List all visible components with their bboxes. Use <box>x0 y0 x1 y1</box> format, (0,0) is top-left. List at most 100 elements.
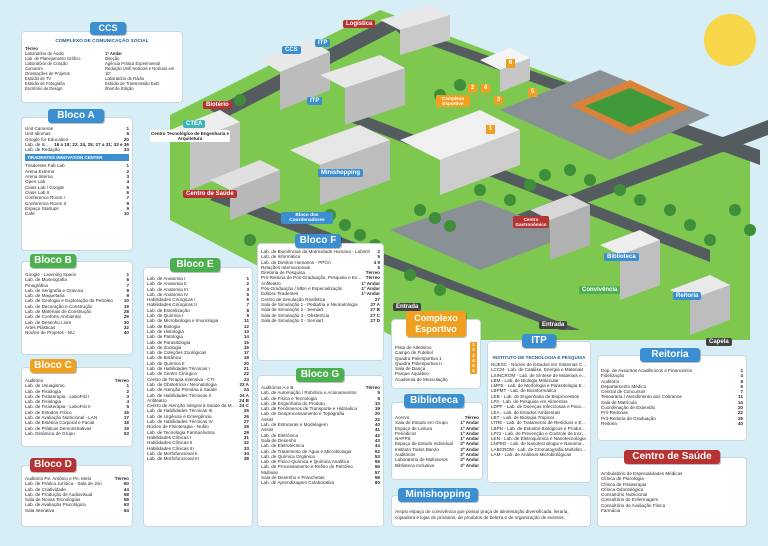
map-label-itp-mid[interactable]: ITP <box>307 97 323 105</box>
bloco-g-item[interactable]: Lab. de Fenômenos de Transporte e Hidráu… <box>261 406 380 411</box>
bloco-g-item[interactable]: Lab. de Físico-Química e Química Analíti… <box>261 459 380 464</box>
bloco-g-title[interactable]: Bloco G <box>296 368 344 382</box>
bloco-f-item[interactable]: Lab. de Biociências da Motricidade Human… <box>261 249 380 254</box>
biblioteca-title[interactable]: Biblioteca <box>404 394 464 408</box>
map-label-itp-top[interactable]: ITP <box>315 39 331 47</box>
centro-saude-title[interactable]: Centro de Saúde <box>624 450 720 464</box>
bloco-e-item[interactable]: Centro de Atenção Integral à Saúde da Mu… <box>147 403 249 408</box>
bloco-f-item[interactable]: Sala de Simulação 1 - Pediatria e Neonat… <box>261 302 380 307</box>
map-label-bioterio[interactable]: Biotério <box>203 101 232 109</box>
complexo-item[interactable]: Academia de Musculação <box>395 377 477 382</box>
map-label-entrada-2[interactable]: Entrada <box>539 321 568 329</box>
map-label-biblioteca[interactable]: Biblioteca <box>604 253 639 261</box>
bloco-f-item[interactable]: Pró-Reitoria de Pós-Graduação, Pesquisa … <box>261 275 380 280</box>
bloco-c-title[interactable]: Bloco C <box>30 359 76 373</box>
minishopping-title[interactable]: Minishopping <box>398 488 478 502</box>
map-marker-5[interactable]: 5 <box>528 88 537 97</box>
map-marker-4[interactable]: 4 <box>481 84 490 93</box>
bloco-b-title[interactable]: Bloco B <box>30 254 76 268</box>
map-label-ctea[interactable]: CTEA <box>183 120 206 128</box>
map-marker-6[interactable]: 6 <box>506 59 515 68</box>
bloco-b-item[interactable]: Lab. de Geologia e Exploração de Petróle… <box>25 298 129 303</box>
map-label-centro-gastro[interactable]: Centro Gastronômico <box>513 216 549 228</box>
map-label-convivencia[interactable]: Convivência <box>579 286 621 294</box>
map-label-entrada-1[interactable]: Entrada <box>393 303 422 311</box>
bloco-a-item[interactable]: Lab. de Informática16 a 18; 22, 24, 25; … <box>25 142 129 147</box>
map-label-bloco-coord[interactable]: Bloco dos Coordenadores <box>281 212 333 224</box>
map-marker-1[interactable]: 1 <box>486 125 495 134</box>
map-label-complexo[interactable]: Complexo Esportivo <box>436 95 470 107</box>
map-label-centro-saude[interactable]: Centro de Saúde <box>183 190 237 198</box>
bloco-d-title[interactable]: Bloco D <box>30 458 76 472</box>
bloco-g-item[interactable]: Lab. de Tratamento de Água e Microbiolog… <box>261 449 380 454</box>
itp-title[interactable]: ITP <box>522 334 556 348</box>
map-label-reitoria[interactable]: Reitoria <box>673 292 702 300</box>
map-label-minishopping[interactable]: Minishopping <box>318 169 363 177</box>
bloco-e-title[interactable]: Bloco E <box>170 258 220 272</box>
